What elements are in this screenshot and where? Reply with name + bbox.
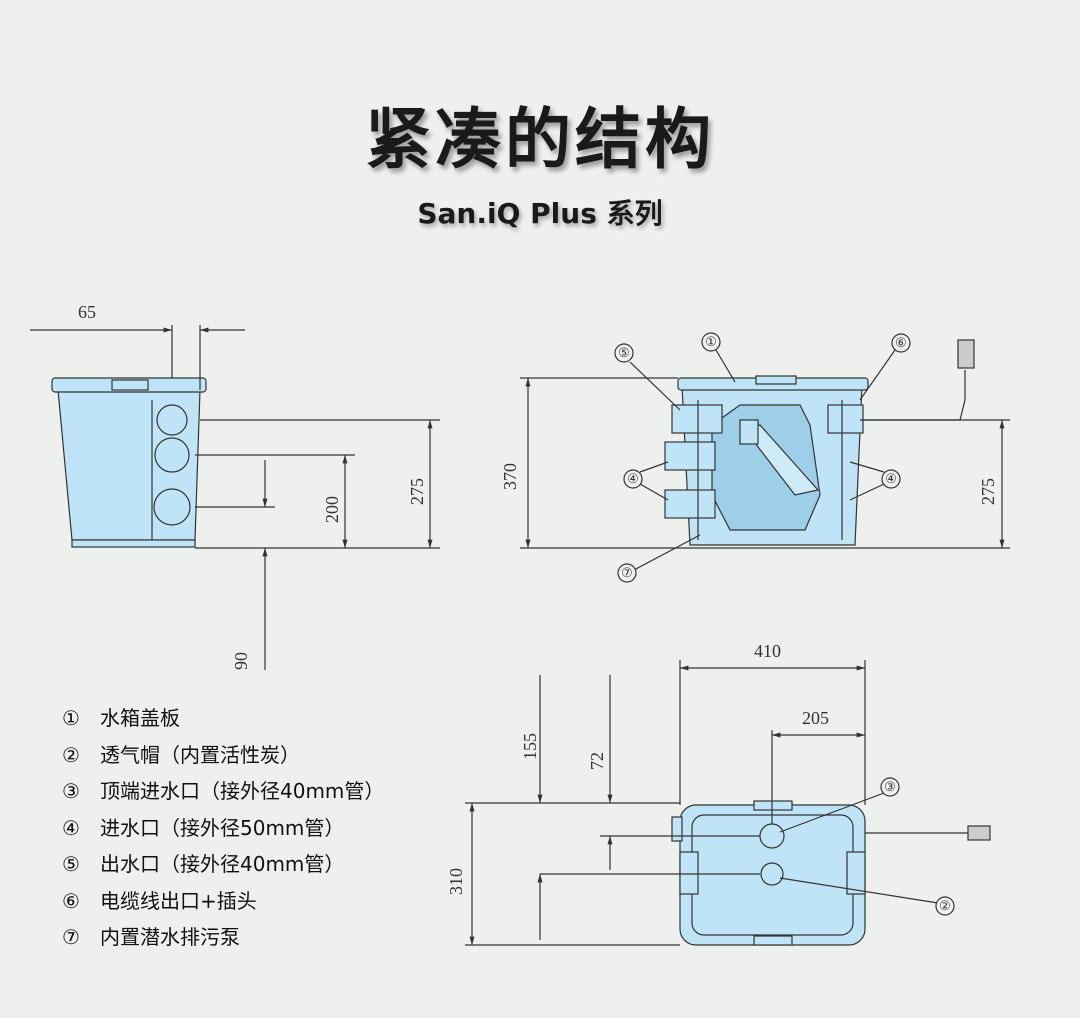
dim-side-width: 65 xyxy=(78,302,96,322)
side-view-port-low xyxy=(153,488,191,526)
dim-top-depth: 310 xyxy=(446,868,466,895)
callout-7: ⑦ xyxy=(621,565,633,580)
side-view xyxy=(30,325,440,670)
dim-front-height: 370 xyxy=(500,463,520,490)
dim-top-width: 410 xyxy=(754,641,781,661)
dim-side-total: 275 xyxy=(407,478,427,505)
dim-front-right: 275 xyxy=(978,478,998,505)
callout-1: ① xyxy=(705,334,717,349)
dim-side-mid: 200 xyxy=(322,496,342,523)
dim-top-b: 72 xyxy=(587,752,607,770)
front-view-pump xyxy=(711,404,821,531)
callout-2: ② xyxy=(939,898,951,913)
callout-5: ⑤ xyxy=(618,345,630,360)
dim-top-a: 155 xyxy=(520,733,540,760)
page-subtitle: San.iQ Plus 系列 xyxy=(417,197,663,230)
callout-4-left: ④ xyxy=(627,471,639,486)
top-view-inlet xyxy=(759,823,785,849)
top-view xyxy=(465,660,991,946)
top-view-vent xyxy=(760,862,784,886)
front-view xyxy=(520,332,1010,583)
callout-3: ③ xyxy=(884,779,896,794)
dim-top-half: 205 xyxy=(802,708,829,728)
dim-side-bottom: 90 xyxy=(231,652,251,670)
callout-6: ⑥ xyxy=(895,335,907,350)
callout-4-right: ④ xyxy=(885,471,897,486)
page-title: 紧凑的结构 xyxy=(365,101,715,178)
side-view-port-top xyxy=(156,404,188,436)
side-view-port-mid xyxy=(154,437,190,473)
